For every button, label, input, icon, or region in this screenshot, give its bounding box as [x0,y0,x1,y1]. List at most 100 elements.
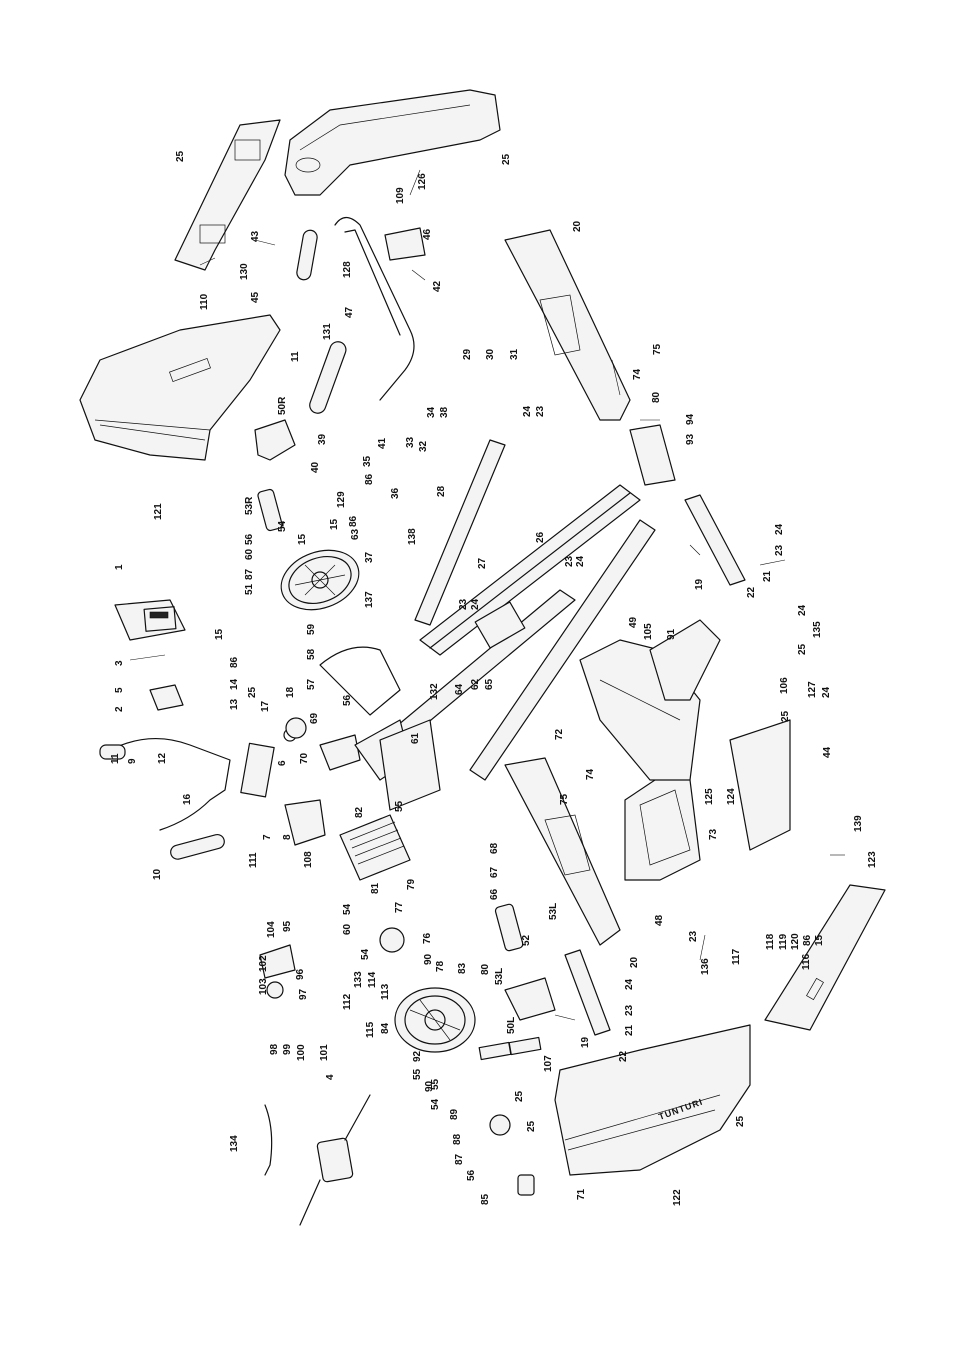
callout-54b: 54 [342,903,353,915]
callout-75b: 75 [559,793,570,805]
callout-89: 89 [449,1108,460,1120]
callout-34: 34 [426,406,437,418]
callout-71: 71 [576,1188,587,1200]
foam-tube [309,341,347,414]
callout-72: 72 [554,728,565,740]
callout-123: 123 [867,851,878,868]
callout-63: 63 [350,528,361,540]
callout-54a: 54 [277,520,288,532]
left-shroud [79,314,281,461]
callout-105: 105 [643,623,654,640]
callout-133: 133 [353,971,364,988]
callout-23e: 23 [624,1004,635,1016]
callout-86a: 86 [229,656,240,668]
callout-25d: 25 [797,643,808,655]
callout-15a: 15 [214,628,225,640]
callout-56c: 56 [466,1169,477,1181]
callout-121: 121 [153,503,164,520]
callout-31: 31 [509,348,520,360]
callout-24c: 24 [470,598,481,610]
callout-81: 81 [370,882,381,894]
callout-67: 67 [489,866,500,878]
callout-115: 115 [365,1021,376,1038]
callout-15c: 15 [329,518,340,530]
callout-46: 46 [422,228,433,240]
upper-rail-plate [504,229,631,421]
callout-12: 12 [157,752,168,764]
callout-90b: 90 [424,1080,435,1092]
callout-60a: 60 [244,548,255,560]
callout-21a: 21 [762,570,773,582]
callout-24e: 24 [797,604,808,616]
callout-18: 18 [285,686,296,698]
callout-23b: 23 [564,555,575,567]
callout-56b: 56 [342,694,353,706]
callout-24f: 24 [624,978,635,990]
callout-93: 93 [685,433,696,445]
flywheel [394,987,476,1053]
callout-57: 57 [306,678,317,690]
callout-40: 40 [310,461,321,473]
callout-11a: 11 [110,753,121,764]
callout-86b: 86 [364,473,375,485]
callout-128: 128 [342,261,353,278]
callout-125: 125 [704,788,715,805]
rear-base-plate [764,884,886,1031]
callout-97: 97 [298,988,309,1000]
callout-102: 102 [258,955,269,972]
callout-48: 48 [654,914,665,926]
callout-131: 131 [322,323,333,340]
callout-25b: 25 [501,153,512,165]
callout-50L: 50L [506,1017,517,1034]
callout-80a: 80 [651,391,662,403]
callout-53Lb: 53L [494,968,505,985]
callout-23f: 23 [688,930,699,942]
callout-28: 28 [436,485,447,497]
callout-17: 17 [260,700,271,712]
callout-135: 135 [812,621,823,638]
callout-41: 41 [377,437,388,449]
pulley-wheel [280,549,360,611]
callout-92: 92 [412,1050,423,1062]
callout-47: 47 [344,306,355,318]
callout-25e: 25 [780,710,791,722]
callout-15b: 15 [297,533,308,545]
callout-24g: 24 [821,686,832,698]
lower-rail [414,439,506,626]
callout-124: 124 [726,788,737,805]
callout-119: 119 [778,933,789,950]
callout-68: 68 [489,842,500,854]
callout-95: 95 [282,920,293,932]
callout-80b: 80 [480,963,491,975]
callout-5: 5 [114,687,125,693]
callout-19a: 19 [694,578,705,590]
callout-20b: 20 [629,956,640,968]
callout-110: 110 [199,293,210,310]
callout-138: 138 [407,528,418,545]
callout-94: 94 [685,413,696,425]
callout-108: 108 [303,851,314,868]
callout-13: 13 [229,698,240,710]
console [114,599,186,641]
callout-122: 122 [672,1189,683,1206]
callout-6: 6 [277,760,288,766]
callout-65: 65 [484,678,495,690]
leader-lines [129,169,845,1021]
callout-25c: 25 [247,686,258,698]
seat-hoop [319,646,401,716]
callout-23a: 23 [535,405,546,417]
callout-22a: 22 [746,586,757,598]
callout-2: 2 [114,706,125,712]
callout-3: 3 [114,660,125,666]
callout-111: 111 [248,852,259,868]
callout-87a: 87 [244,568,255,580]
callout-44: 44 [822,746,833,758]
callout-88: 88 [452,1133,463,1145]
callout-139: 139 [853,815,864,832]
callout-9: 9 [127,758,138,764]
callout-126: 126 [417,173,428,190]
callout-86d: 86 [802,934,813,946]
callout-20a: 20 [572,220,583,232]
callout-118: 118 [765,933,776,950]
